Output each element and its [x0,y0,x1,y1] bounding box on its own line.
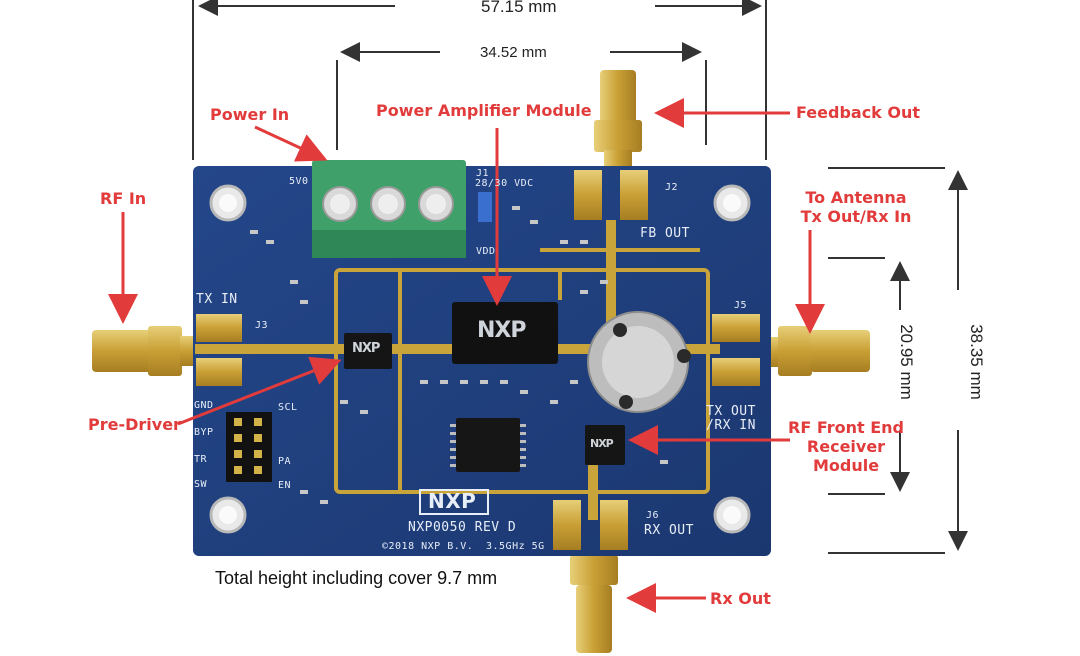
gold-pads [196,170,760,550]
callout-to-antenna-line2: Tx Out/Rx In [800,207,912,226]
silk-byp: BYP [194,427,214,438]
silk-en: EN [278,480,292,491]
front-end-ic [585,425,625,465]
dimension-lines [192,0,968,554]
power-amplifier-ic [452,302,558,364]
arrow-power-in [254,125,328,162]
silk-j1: J1 [476,168,490,179]
callout-to-antenna: To Antenna Tx Out/Rx In [796,188,916,226]
nxp-chip-marking-predriver: NXP [352,341,380,356]
callout-rf-in: RF In [100,189,147,208]
arrow-pre-driver [177,356,342,426]
circulator [587,311,691,413]
callout-pre-driver: Pre-Driver [88,415,181,434]
silk-j3: J3 [255,320,269,331]
silk-tx-in: TX IN [196,292,238,307]
pre-driver-ic [344,333,392,369]
callout-rf-front-end: RF Front End Receiver Module [786,418,906,475]
silk-rx-in: /RX IN [706,418,756,433]
board-name: NXP0050 REV D [408,520,517,535]
callout-feedback-out: Feedback Out [796,103,921,122]
total-height-note: Total height including cover 9.7 mm [215,568,498,588]
silk-j6: J6 [646,510,660,521]
callout-rx-out: Rx Out [710,589,771,608]
silk-sw: SW [194,479,208,490]
nxp-logo-silk: NXP [428,489,477,513]
callout-rf-front-end-line2: Receiver [806,437,886,456]
silk-j5: J5 [734,300,748,311]
silk-scl: SCL [278,402,298,413]
silk-j2: J2 [665,182,679,193]
nxp-logo-pcb [419,489,489,515]
nxp-chip-marking-pa: NXP [477,318,526,343]
mounting-holes [209,184,751,534]
callout-power-amplifier: Power Amplifier Module [376,101,592,120]
callout-to-antenna-line1: To Antenna [805,188,907,207]
callout-arrows [108,98,825,613]
nxp-chip-marking-frontend: NXP [590,437,614,450]
silk-vdc: 28/30 VDC [475,178,534,189]
silk-rx-out: RX OUT [644,523,694,538]
silk-gnd: GND [194,400,214,411]
controller-ic [456,418,520,472]
silk-vdd: VDD [476,246,496,257]
dim-total-width: 57.15 mm [481,0,557,16]
copyright: ©2018 NXP B.V. [382,541,474,552]
capacitor [478,192,492,222]
silk-tx-out: TX OUT [706,404,756,419]
silk-fb-out: FB OUT [640,226,690,241]
silk-pa: PA [278,456,292,467]
callout-power-in: Power In [210,105,290,124]
dim-inner-height: 20.95 mm [896,324,916,400]
callout-rf-front-end-line3: Module [812,456,880,475]
silk-5v0: 5V0 [289,176,309,187]
dim-inner-width: 34.52 mm [480,44,547,61]
dim-total-height: 38.35 mm [966,324,986,400]
pin-header [226,412,272,482]
band-label: 3.5GHz 5G [486,541,545,552]
terminal-block [312,160,466,258]
silk-tr: TR [194,454,208,465]
callout-rf-front-end-line1: RF Front End [788,418,904,437]
